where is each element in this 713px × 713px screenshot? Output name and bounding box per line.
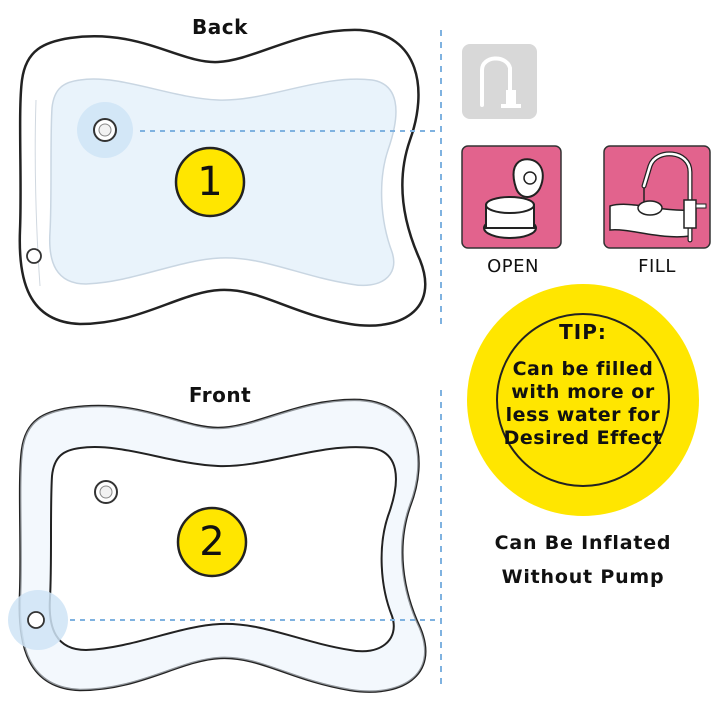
caption-line-2: Without Pump [501, 566, 665, 588]
side-valve [27, 611, 45, 629]
tip-circle [467, 284, 699, 516]
tip-circle-ring [496, 313, 670, 487]
tip-text: Can be filled with more or less water fo… [483, 358, 683, 450]
back-title: Back [192, 15, 248, 39]
faucet-icon [462, 44, 537, 119]
step-2-number: 2 [199, 519, 225, 565]
side-valve [26, 248, 42, 264]
tip-line: Desired Effect [503, 427, 663, 449]
step-1-number: 1 [197, 159, 223, 205]
fill-label: FILL [638, 256, 676, 277]
tip-line: less water for [505, 404, 661, 426]
step-2-badge [176, 506, 248, 578]
tip-title: TIP: [559, 320, 607, 344]
valve-cap-icon [461, 145, 562, 249]
open-label: OPEN [487, 256, 539, 277]
faucet-fill-icon [603, 145, 711, 249]
step-1-badge [174, 146, 246, 218]
tip-line: Can be filled [512, 358, 654, 380]
front-title: Front [188, 383, 252, 407]
caption-line-1: Can Be Inflated [494, 532, 672, 554]
tip-line: with more or [511, 381, 655, 403]
